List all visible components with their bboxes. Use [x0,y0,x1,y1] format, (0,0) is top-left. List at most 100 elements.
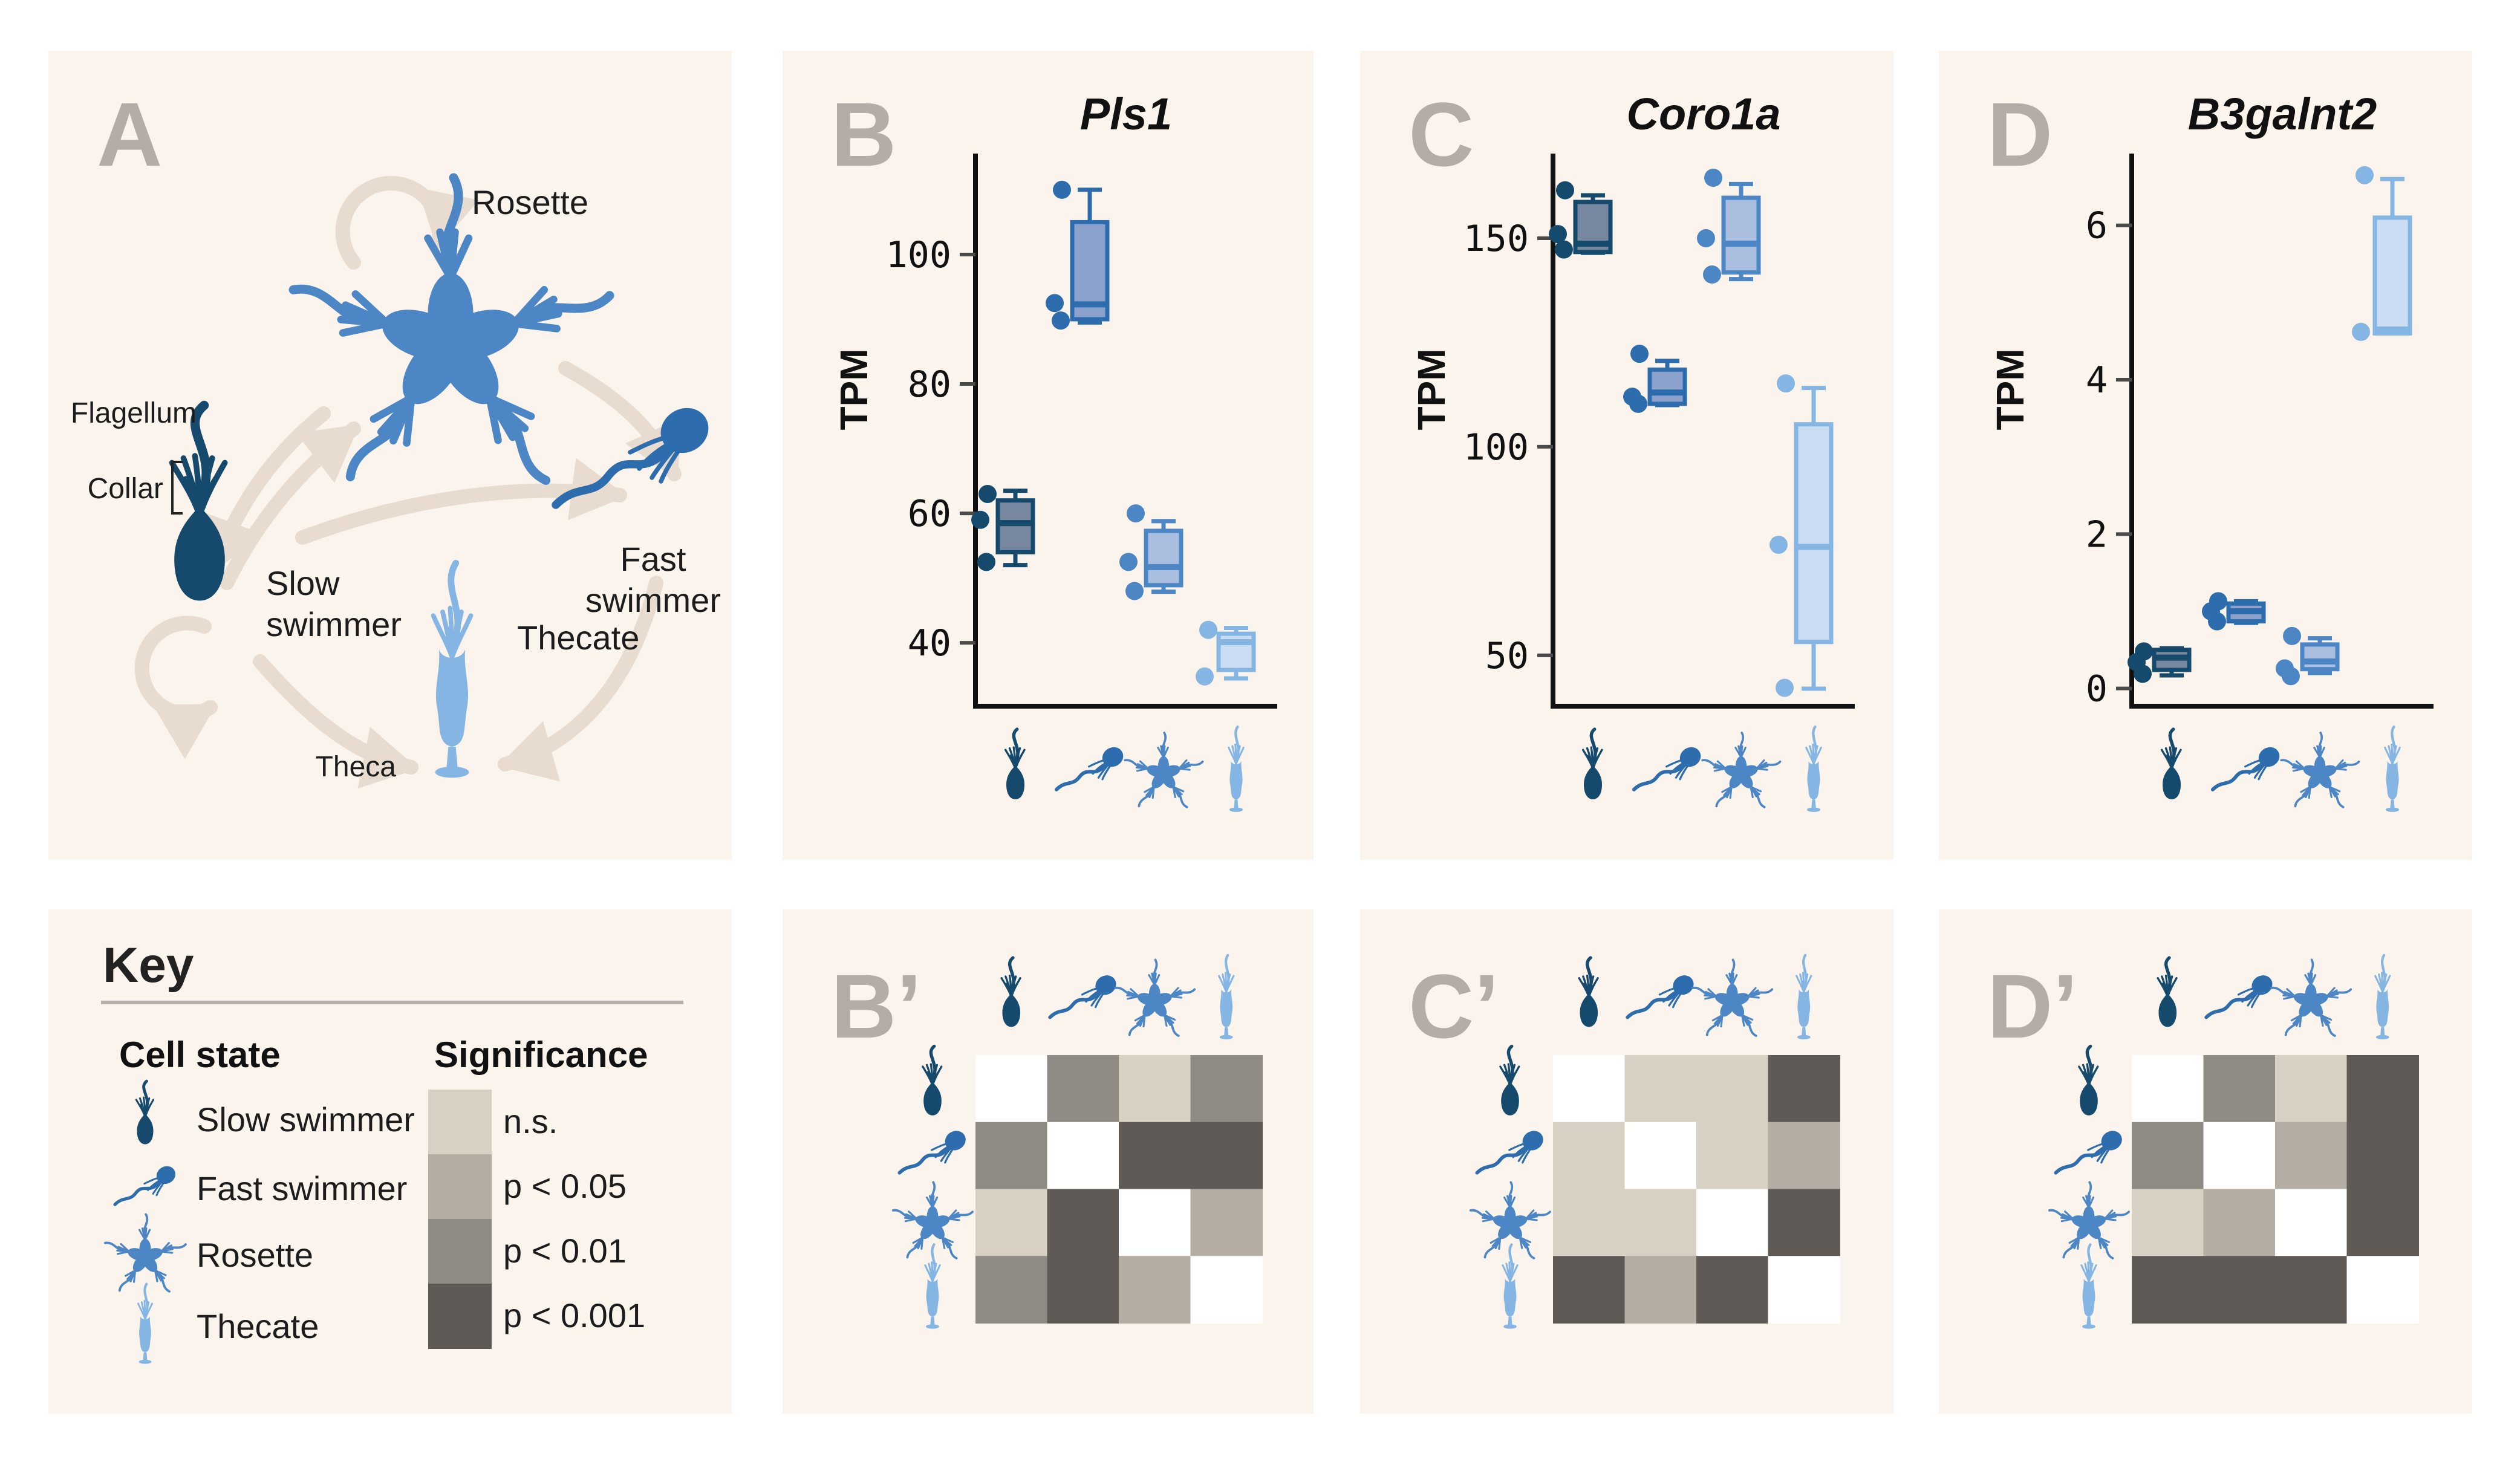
panel-d-prime: D’ [1939,909,2472,1414]
key-title: Key [103,938,194,993]
panel-letter: C’ [1408,955,1499,1057]
cell-fast-rosette [2275,1122,2348,1190]
significance-swatch [428,1284,492,1349]
b3galnt2-significance-heatmap: D’ [1987,909,2419,1414]
significance-label: p < 0.001 [503,1296,646,1334]
arrow-rosette-to-slow [201,406,331,575]
slow-data-point [1555,240,1573,259]
fast-column-icon [1627,972,1697,1018]
cell-thecate-rosette [2275,1256,2348,1324]
slow-data-point [978,484,997,503]
rosette-data-point [1697,229,1715,248]
y-axis-label: TPM [1410,348,1453,430]
thecate-column-icon [1797,955,1811,1039]
significance-label: p < 0.01 [503,1232,627,1270]
collar-label: Collar [88,473,163,505]
cell-fast-fast [1624,1122,1697,1190]
panel-key: Key Cell state Significance Slow swimmer… [48,909,732,1414]
plot-title: Pls1 [1080,89,1172,139]
panel-c-prime: C’ [1360,909,1893,1414]
fast-data-point [2208,612,2226,631]
cell-thecate-rosette [1696,1256,1769,1324]
cell-thecate-rosette [1119,1256,1191,1324]
cell-thecate-slow [1553,1256,1626,1324]
axes [2129,154,2434,709]
cell-slow-fast [1624,1055,1697,1123]
fast-row-icon [1477,1127,1546,1173]
rosette-data-point [1119,553,1138,571]
slow-axis-icon [1006,729,1024,799]
cell-fast-thecate [2346,1122,2419,1190]
collar-bracket [171,461,183,515]
y-tick-label: 100 [1463,426,1529,469]
thecate-data-point [1199,620,1217,639]
panel-letter: B’ [831,955,922,1057]
thecate-data-point [1776,678,1794,697]
fast-swimmer-label-line2: swimmer [585,581,721,619]
slow-column-icon [1579,958,1598,1027]
heatmap-area [1467,955,1840,1329]
panel-letter: A [97,83,162,185]
cell-fast-rosette [1119,1122,1191,1190]
slow-row-icon [2079,1046,2098,1115]
thecate-axis-icon [1806,727,1822,812]
cell-rosette-rosette [1696,1189,1769,1257]
slow-box [995,498,1035,554]
rosette-label: Rosette [472,183,588,221]
fast-data-point [1053,180,1071,199]
rosette-box [2300,642,2340,672]
cell-rosette-slow [1553,1189,1626,1257]
fast-row-icon [2056,1127,2125,1173]
y-tick-label: 40 [908,622,951,664]
fast-data-point [1630,345,1649,363]
cell-slow-slow [1553,1055,1626,1123]
panel-letter: D’ [1987,955,2078,1057]
rosette-data-point [1704,169,1722,187]
significance-label: n.s. [503,1102,558,1140]
y-tick-label: 100 [886,234,951,276]
cell-rosette-thecate [2346,1189,2419,1257]
axes [973,154,1277,709]
fast-axis-icon [2213,744,2283,790]
rosette-data-point [1127,504,1145,523]
fast-column-icon [2206,972,2276,1018]
cell-thecate-fast [1047,1256,1119,1324]
thecate-row-icon [2082,1244,2096,1328]
flagellum-label: Flagellum [71,397,197,429]
slow-swimmer-label-line1: Slow [266,564,340,602]
plot-title: B3galnt2 [2188,89,2377,139]
thecate-axis-icon [2385,727,2400,812]
key-divider [101,1001,683,1004]
fast-data-point [1629,394,1647,413]
fast-row-icon [899,1127,969,1173]
cell-slow-rosette [2275,1055,2348,1123]
thecate-box [1794,422,1834,645]
slow-swimmer-icon [172,405,224,600]
slow-data-point [2134,664,2152,683]
significance-swatch [428,1090,492,1155]
cell-fast-rosette [1696,1122,1769,1190]
fast-data-point [1046,294,1064,313]
cell-slow-thecate [1190,1055,1263,1123]
slow-column-icon [1001,958,1020,1027]
cell-slow-slow [2132,1055,2204,1123]
thecate-column-icon [1219,955,1234,1039]
coro1a-significance-heatmap: C’ [1408,909,1840,1414]
cell-fast-slow [975,1122,1048,1190]
y-tick-label: 80 [908,363,951,406]
transition-arrows [134,176,683,789]
rosette-column-icon [1689,958,1775,1040]
rosette-column-icon [1112,958,1197,1040]
slow-column-icon [2158,958,2177,1027]
y-tick-label: 2 [2086,513,2108,556]
cell-thecate-fast [1624,1256,1697,1324]
thecate-label: Thecate [517,619,639,657]
heatmap-area [2046,955,2419,1329]
y-tick-label: 6 [2086,205,2108,247]
slow-axis-icon [1583,729,1602,799]
